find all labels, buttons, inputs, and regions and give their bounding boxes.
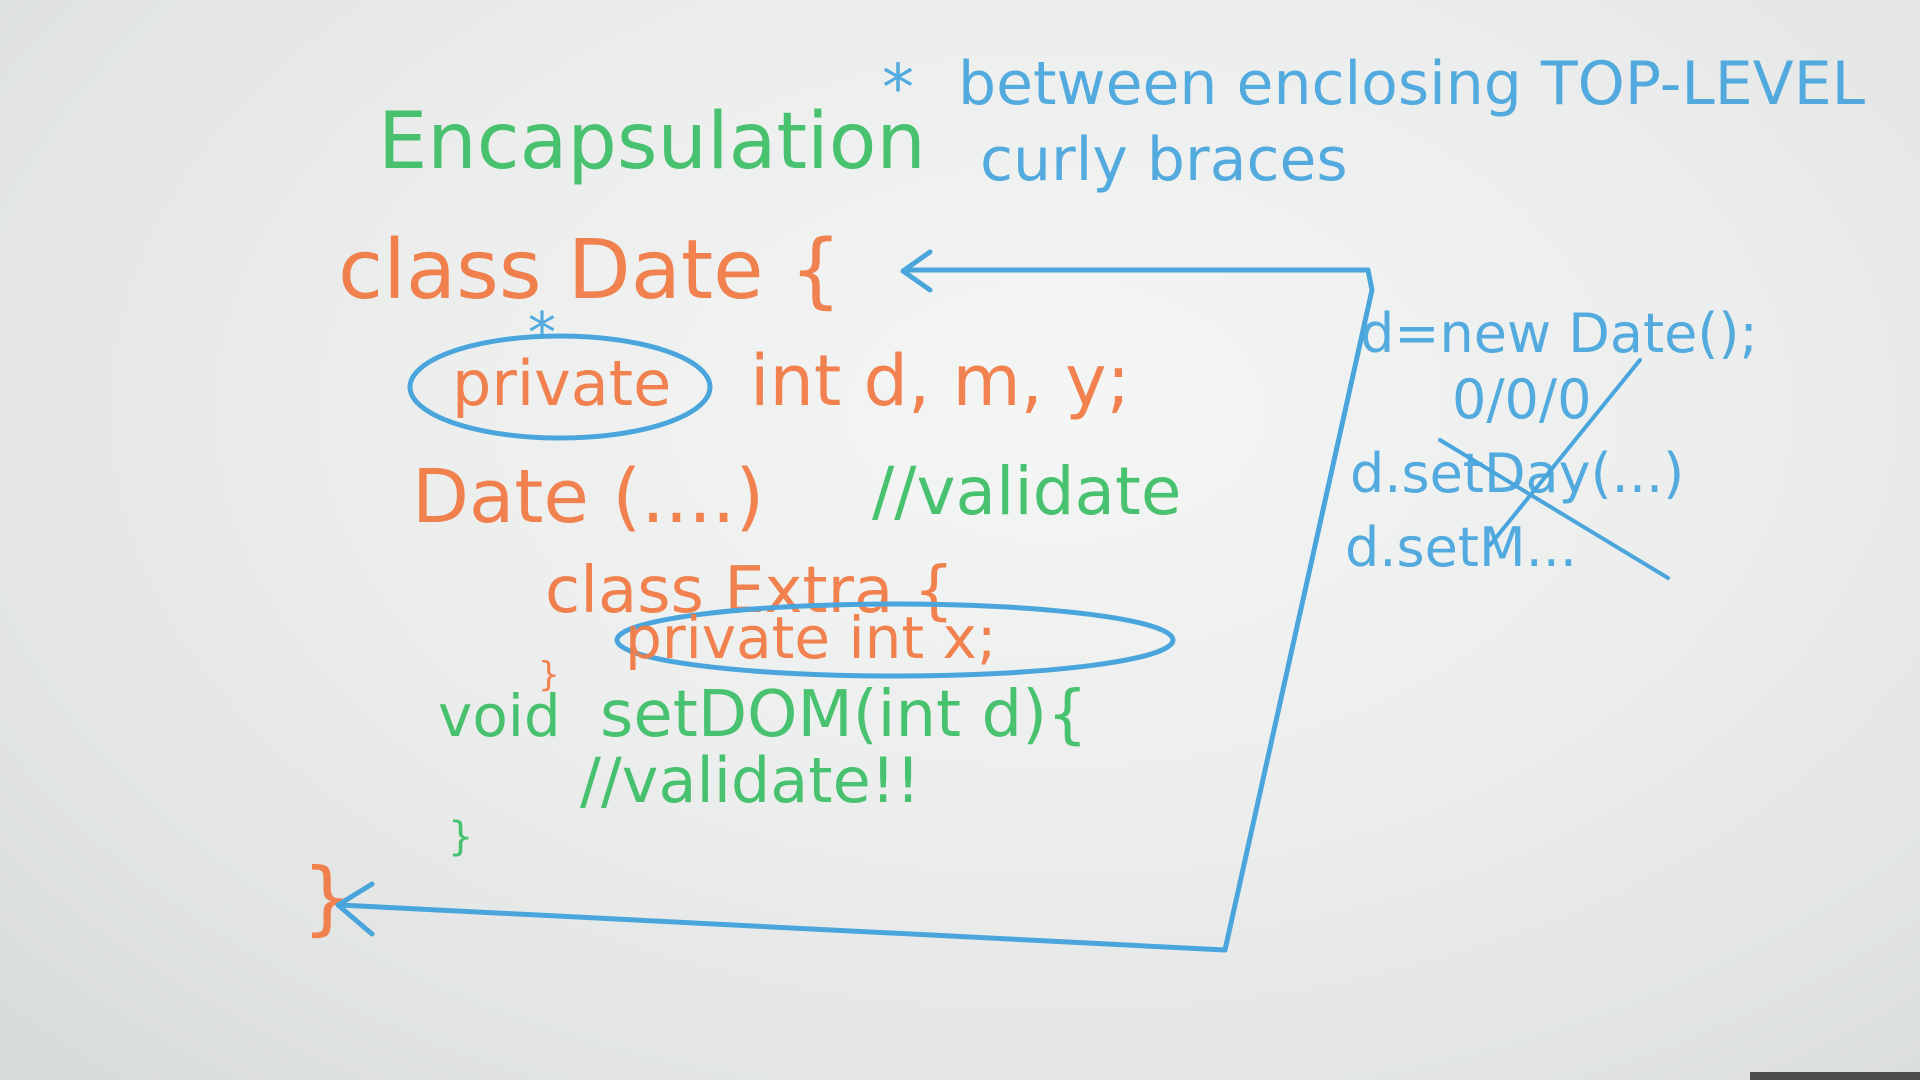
side-default-value: 0/0/0 bbox=[1452, 368, 1591, 431]
inner-field-declaration: private int x; bbox=[625, 604, 996, 672]
inner-class-close: } bbox=[538, 655, 560, 695]
private-star-mark: * bbox=[528, 301, 556, 366]
inner-class-declaration: class Extra { bbox=[545, 554, 954, 628]
note-line-2: curly braces bbox=[980, 125, 1348, 195]
fields-declaration: int d, m, y; bbox=[750, 340, 1130, 422]
method-close: } bbox=[448, 814, 473, 860]
method-void: void bbox=[438, 682, 561, 750]
inner-field-circle bbox=[614, 601, 1176, 679]
side-set-day: d.setDay(...) bbox=[1350, 442, 1684, 505]
private-keyword: private bbox=[452, 347, 671, 420]
method-signature: setDOM(int d){ bbox=[600, 678, 1088, 752]
class-date-declaration: class Date { bbox=[338, 223, 842, 318]
bottom-arrow-head bbox=[335, 881, 375, 937]
note-star: * bbox=[882, 52, 914, 126]
corner-edge-mark bbox=[1750, 1072, 1920, 1080]
title-encapsulation: Encapsulation bbox=[378, 97, 926, 187]
cross-out-stroke-1 bbox=[1488, 358, 1642, 547]
side-set-month: d.setM... bbox=[1345, 516, 1577, 579]
side-new-date: d=new Date(); bbox=[1360, 302, 1758, 365]
method-comment: //validate!! bbox=[580, 744, 920, 817]
cross-out-stroke-2 bbox=[1438, 438, 1670, 580]
private-circle bbox=[407, 333, 713, 441]
constructor-declaration: Date (....) bbox=[412, 454, 764, 540]
top-arrow-head bbox=[900, 249, 933, 293]
note-line-1: between enclosing TOP-LEVEL bbox=[958, 49, 1866, 119]
scope-bracket-line bbox=[337, 267, 1375, 953]
class-close-brace: } bbox=[302, 851, 353, 944]
constructor-comment: //validate bbox=[872, 453, 1181, 530]
